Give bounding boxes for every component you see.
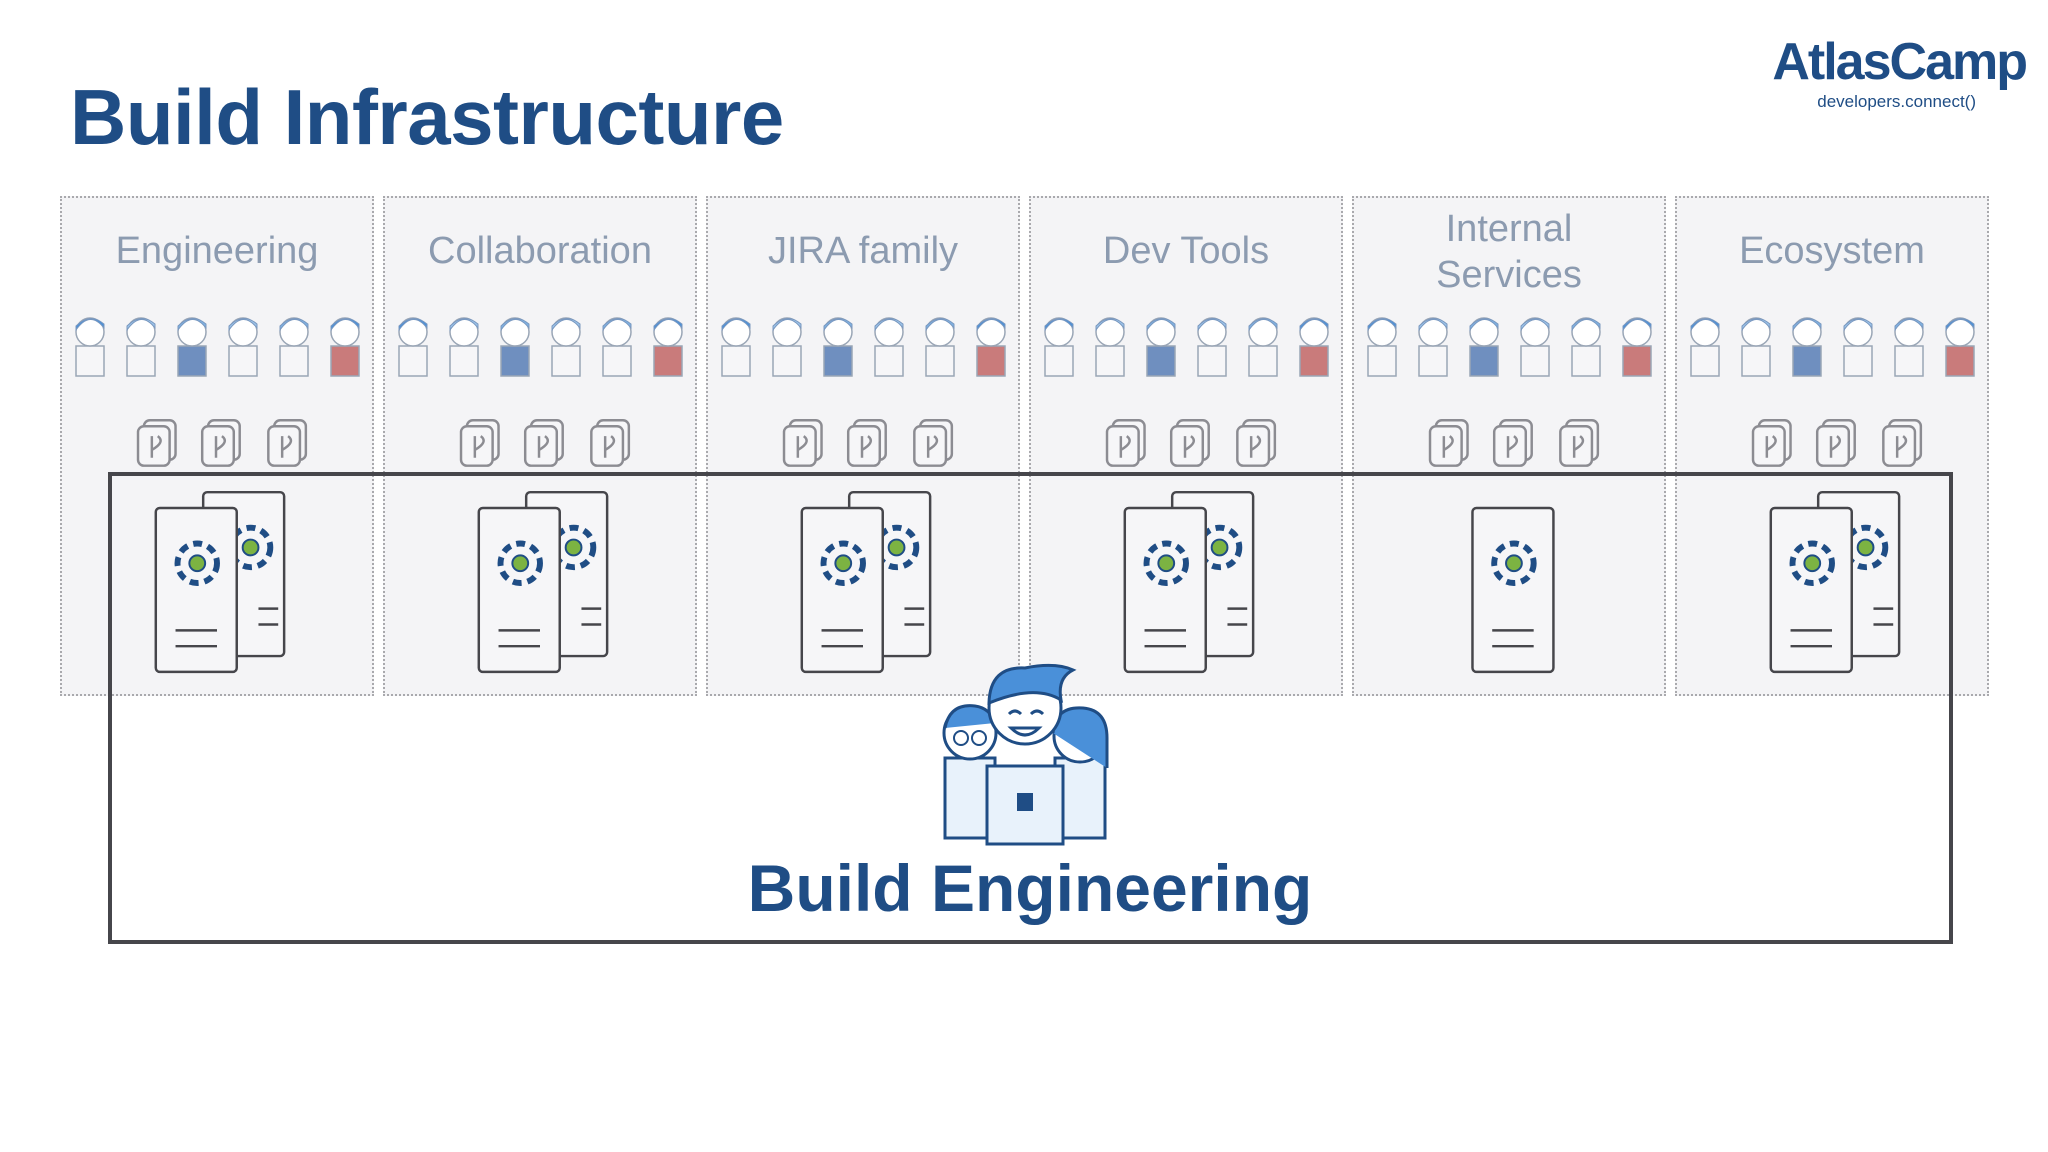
team-members [721, 317, 1006, 377]
build-servers [1769, 490, 1901, 674]
team-column: Ecosystem [1675, 196, 1989, 696]
team-column-label: Internal Services [1436, 208, 1582, 296]
person-icon [1248, 317, 1278, 377]
person-icon [1299, 317, 1329, 377]
person-icon [1418, 317, 1448, 377]
person-icon [1197, 317, 1227, 377]
build-server-icon [1769, 506, 1853, 674]
team-column: Engineering [60, 196, 374, 696]
team-column-label: Collaboration [428, 230, 652, 272]
repositories [1751, 419, 1923, 467]
person-icon [500, 317, 530, 377]
person-icon [1571, 317, 1601, 377]
atlascamp-logo: AtlasCamp developers.connect() [1736, 32, 2028, 118]
team-column-label: Engineering [115, 230, 319, 272]
team-column: Internal Services [1352, 196, 1666, 696]
team-column: Collaboration [383, 196, 697, 696]
person-icon [177, 317, 207, 377]
person-icon [1469, 317, 1499, 377]
person-icon [279, 317, 309, 377]
repository-icon [1559, 419, 1600, 467]
build-servers [1471, 506, 1555, 674]
team-members [1367, 317, 1652, 377]
build-server-icon [1471, 506, 1555, 674]
repository-icon [1105, 419, 1146, 467]
person-icon [449, 317, 479, 377]
build-servers [154, 490, 286, 674]
person-icon [1945, 317, 1975, 377]
team-column: Dev Tools [1029, 196, 1343, 696]
person-icon [1741, 317, 1771, 377]
repositories [459, 419, 631, 467]
repository-icon [913, 419, 954, 467]
person-icon [126, 317, 156, 377]
person-icon [330, 317, 360, 377]
repositories [1428, 419, 1600, 467]
person-icon [1843, 317, 1873, 377]
person-icon [1367, 317, 1397, 377]
person-icon [772, 317, 802, 377]
build-engineering-box [108, 472, 1953, 944]
repository-icon [136, 419, 177, 467]
person-icon [925, 317, 955, 377]
repository-icon [200, 419, 241, 467]
person-icon [721, 317, 751, 377]
build-servers [477, 490, 609, 674]
team-column-label: Ecosystem [1739, 230, 1925, 272]
person-icon [398, 317, 428, 377]
team-column-label: Dev Tools [1102, 230, 1270, 272]
person-icon [1520, 317, 1550, 377]
repositories [136, 419, 308, 467]
repository-icon [1751, 419, 1792, 467]
repository-icon [1492, 419, 1533, 467]
repository-icon [1882, 419, 1923, 467]
person-icon [823, 317, 853, 377]
person-icon [1044, 317, 1074, 377]
person-icon [551, 317, 581, 377]
team-members [398, 317, 683, 377]
repository-icon [459, 419, 500, 467]
repository-icon [1236, 419, 1277, 467]
build-servers [1123, 490, 1255, 674]
person-icon [1146, 317, 1176, 377]
person-icon [874, 317, 904, 377]
repository-icon [846, 419, 887, 467]
repository-icon [523, 419, 564, 467]
page-title: Build Infrastructure [70, 73, 784, 161]
build-servers [800, 490, 932, 674]
repository-icon [782, 419, 823, 467]
repository-icon [1169, 419, 1210, 467]
build-server-icon [1123, 506, 1207, 674]
repositories [1105, 419, 1277, 467]
person-icon [976, 317, 1006, 377]
person-icon [1792, 317, 1822, 377]
repository-icon [267, 419, 308, 467]
team-column: JIRA family [706, 196, 1020, 696]
person-icon [1690, 317, 1720, 377]
repository-icon [1428, 419, 1469, 467]
build-server-icon [477, 506, 561, 674]
team-column-label: JIRA family [767, 230, 959, 272]
repositories [782, 419, 954, 467]
person-icon [228, 317, 258, 377]
person-icon [1622, 317, 1652, 377]
logo-brand: AtlasCamp [1772, 33, 2028, 91]
person-icon [1095, 317, 1125, 377]
repository-icon [590, 419, 631, 467]
person-icon [1894, 317, 1924, 377]
logo-tagline: developers.connect() [1817, 92, 1976, 111]
build-team-icon [942, 663, 1109, 846]
team-members [1690, 317, 1975, 377]
build-engineering-label: Build Engineering [747, 851, 1313, 925]
person-icon [653, 317, 683, 377]
repository-icon [1815, 419, 1856, 467]
team-members [1044, 317, 1329, 377]
build-server-icon [800, 506, 884, 674]
build-server-icon [154, 506, 238, 674]
person-icon [602, 317, 632, 377]
team-members [75, 317, 360, 377]
person-icon [75, 317, 105, 377]
